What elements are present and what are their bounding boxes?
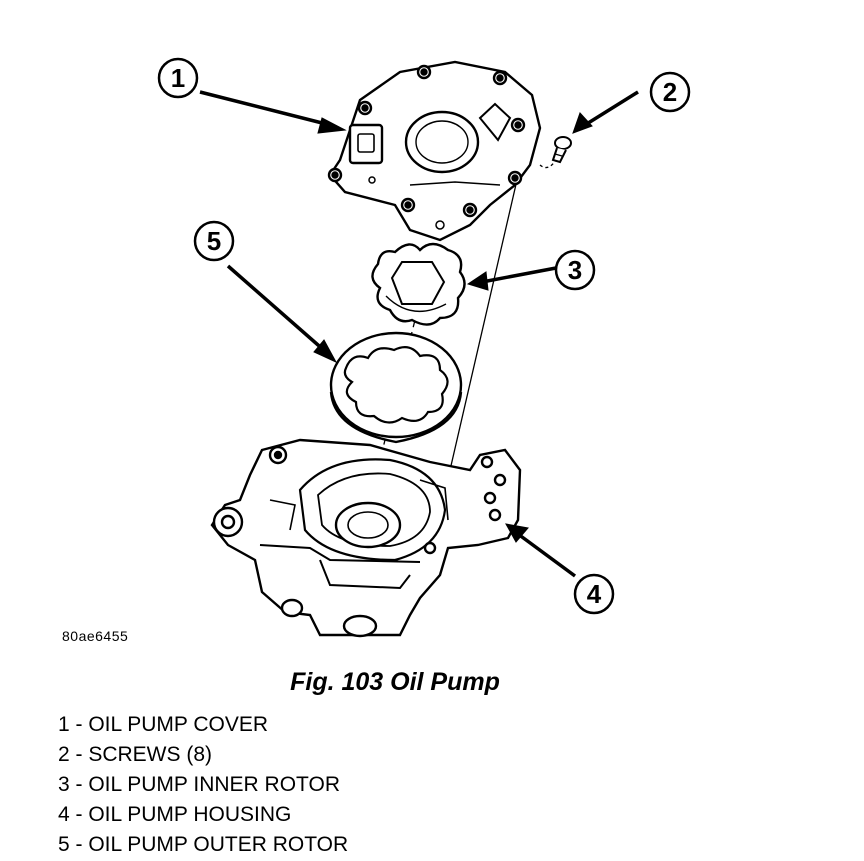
- oil-pump-inner-rotor: [371, 242, 466, 326]
- callout-5: 5: [193, 220, 235, 262]
- oil-pump-housing: [210, 438, 522, 638]
- figure-caption: Fig. 103 Oil Pump: [0, 668, 864, 697]
- svg-text:1: 1: [171, 63, 185, 93]
- image-id-label: 80ae6455: [62, 628, 129, 644]
- oil-pump-cover: [327, 60, 542, 242]
- callout-4: 4: [573, 573, 615, 615]
- legend-item-5: 5 - OIL PUMP OUTER ROTOR: [58, 833, 349, 856]
- figure-caption-text: Fig. 103 Oil Pump: [290, 668, 500, 696]
- legend-list: 1 - OIL PUMP COVER 2 - SCREWS (8) 3 - OI…: [58, 711, 348, 861]
- svg-text:4: 4: [587, 579, 602, 609]
- screw: [551, 136, 572, 164]
- svg-text:3: 3: [568, 255, 582, 285]
- oil-pump-outer-rotor: [329, 331, 463, 444]
- svg-text:2: 2: [663, 77, 677, 107]
- callout-arrows: [199, 90, 639, 578]
- legend-item-3: 3 - OIL PUMP INNER ROTOR: [58, 773, 340, 796]
- svg-text:5: 5: [207, 226, 221, 256]
- oil-pump-exploded-diagram: 1 2 3 4 5: [157, 57, 691, 638]
- legend-item-4: 4 - OIL PUMP HOUSING: [58, 803, 292, 826]
- legend-item-1: 1 - OIL PUMP COVER: [58, 713, 269, 736]
- callout-1: 1: [157, 57, 199, 99]
- callout-3: 3: [554, 249, 596, 291]
- legend-item-2: 2 - SCREWS (8): [58, 743, 213, 766]
- callout-2: 2: [649, 71, 691, 113]
